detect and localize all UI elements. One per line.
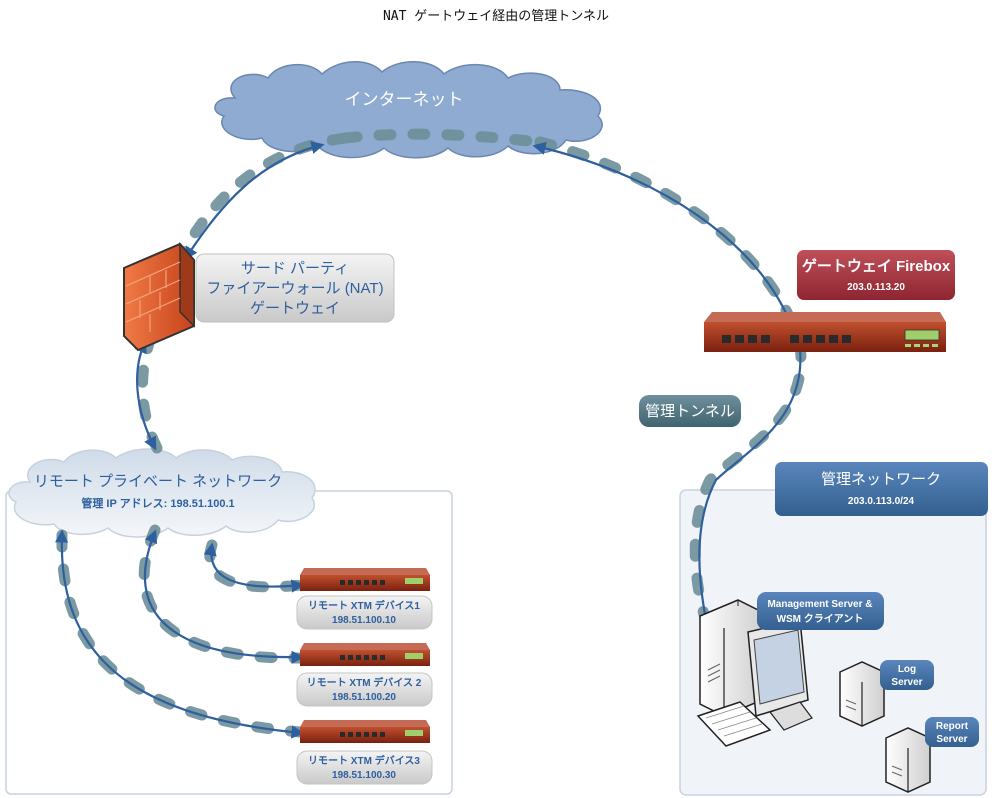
mgmt-server-label-box — [757, 592, 884, 630]
log-server-line1: Log — [898, 664, 916, 675]
report-server-icon — [885, 727, 931, 793]
gateway-firebox-device — [704, 312, 946, 352]
remote-network-mgmt-ip: 管理 IP アドレス: 198.51.100.1 — [81, 496, 234, 510]
gateway-ip: 203.0.113.20 — [847, 282, 905, 293]
tunnel-arrows — [55, 141, 802, 739]
log-server-icon — [839, 661, 885, 727]
report-server-label-box — [925, 717, 979, 747]
third-party-line1: サード パーティ — [241, 260, 349, 277]
remote-device-2-label-box — [296, 672, 433, 707]
remote-xtm-device-2 — [300, 643, 430, 666]
diagram-title: NAT ゲートウェイ経由の管理トンネル — [382, 9, 610, 24]
log-server-line2: Server — [891, 677, 922, 688]
mgmt-network-subnet: 203.0.113.0/24 — [848, 496, 915, 507]
remote-xtm-device-1 — [300, 568, 430, 591]
remote-device-3-label-box — [296, 750, 433, 785]
remote-network-panel — [5, 490, 453, 795]
remote-network-label: リモート プライベート ネットワーク — [34, 473, 282, 490]
tunnel-label-box — [639, 395, 741, 427]
third-party-line2: ファイアーウォール (NAT) — [206, 280, 383, 297]
third-party-line3: ゲートウェイ — [250, 300, 340, 317]
gateway-name: ゲートウェイ Firebox — [802, 257, 951, 275]
remote-device-2-ip: 198.51.100.20 — [332, 692, 396, 703]
gateway-label-box — [797, 250, 955, 300]
mgmt-network-label: 管理ネットワーク — [821, 471, 941, 488]
internet-label: インターネット — [345, 90, 464, 109]
remote-device-2-name: リモート XTM デバイス 2 — [307, 676, 422, 689]
remote-device-1-ip: 198.51.100.10 — [332, 615, 396, 626]
mgmt-server-line2: WSM クライアント — [777, 613, 864, 625]
remote-device-3-name: リモート XTM デバイス3 — [308, 754, 420, 767]
remote-device-1-name: リモート XTM デバイス1 — [308, 599, 420, 612]
remote-network-cloud — [8, 448, 316, 538]
report-server-line2: Server — [936, 734, 967, 745]
tunnel-label: 管理トンネル — [645, 403, 735, 420]
log-server-label-box — [880, 660, 934, 690]
management-server-workstation-icon — [696, 599, 813, 747]
third-party-label-box — [195, 253, 395, 323]
remote-device-3-ip: 198.51.100.30 — [332, 770, 396, 781]
firewall-icon — [123, 242, 195, 352]
mgmt-server-line1: Management Server & — [767, 599, 872, 610]
mgmt-network-label-box — [775, 462, 988, 516]
report-server-line1: Report — [936, 721, 969, 732]
remote-xtm-device-3 — [300, 720, 430, 743]
remote-device-1-label-box — [296, 595, 433, 630]
